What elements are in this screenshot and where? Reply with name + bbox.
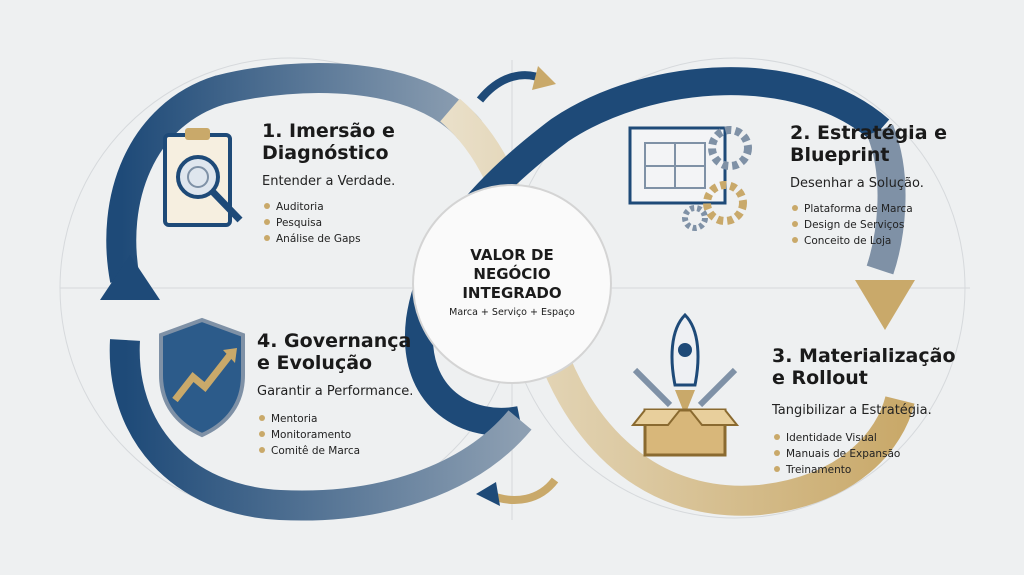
step-3-bullet: Treinamento bbox=[772, 462, 956, 478]
step-1-bullet: Pesquisa bbox=[262, 215, 395, 231]
center-title-line-2: NEGÓCIO bbox=[473, 265, 551, 283]
step-4-bullet: Comitê de Marca bbox=[257, 443, 413, 459]
loop-band-blue-left bbox=[106, 63, 482, 283]
step-2-bullet: Plataforma de Marca bbox=[790, 201, 947, 217]
arrow-bottom bbox=[488, 477, 559, 504]
center-title-line-3: INTEGRADO bbox=[462, 284, 562, 302]
step-4-subtitle: Garantir a Performance. bbox=[257, 384, 414, 399]
step-3-subtitle: Tangibilizar a Estratégia. bbox=[772, 403, 932, 418]
shield-chart-icon bbox=[159, 317, 245, 438]
step-2-subtitle: Desenhar a Solução. bbox=[790, 176, 924, 191]
step-1-bullet: Análise de Gaps bbox=[262, 231, 395, 247]
center-title-line-1: VALOR DE bbox=[470, 246, 554, 264]
clipboard-magnifier-icon bbox=[163, 128, 243, 227]
loop-band-blue-bottom bbox=[109, 339, 532, 521]
step-3-bullet: Manuais de Expansão bbox=[772, 446, 956, 462]
step-1-bullet: Auditoria bbox=[262, 199, 395, 215]
arrow-up-left bbox=[100, 255, 160, 300]
rocket-box-icon bbox=[630, 312, 740, 457]
center-subtitle: Marca + Serviço + Espaço bbox=[449, 307, 575, 318]
step-2-bullet: Conceito de Loja bbox=[790, 233, 947, 249]
step-4-bullet: Mentoria bbox=[257, 411, 413, 427]
step-3-bullet: Identidade Visual bbox=[772, 430, 956, 446]
blueprint-gears-icon bbox=[628, 126, 752, 231]
center-value-circle: VALOR DE NEGÓCIO INTEGRADO Marca + Servi… bbox=[412, 184, 612, 384]
step-2-bullet: Design de Serviços bbox=[790, 217, 947, 233]
arrow-down-right bbox=[855, 280, 915, 330]
step-4-bullet: Monitoramento bbox=[257, 427, 413, 443]
step-1-subtitle: Entender a Verdade. bbox=[262, 174, 396, 189]
